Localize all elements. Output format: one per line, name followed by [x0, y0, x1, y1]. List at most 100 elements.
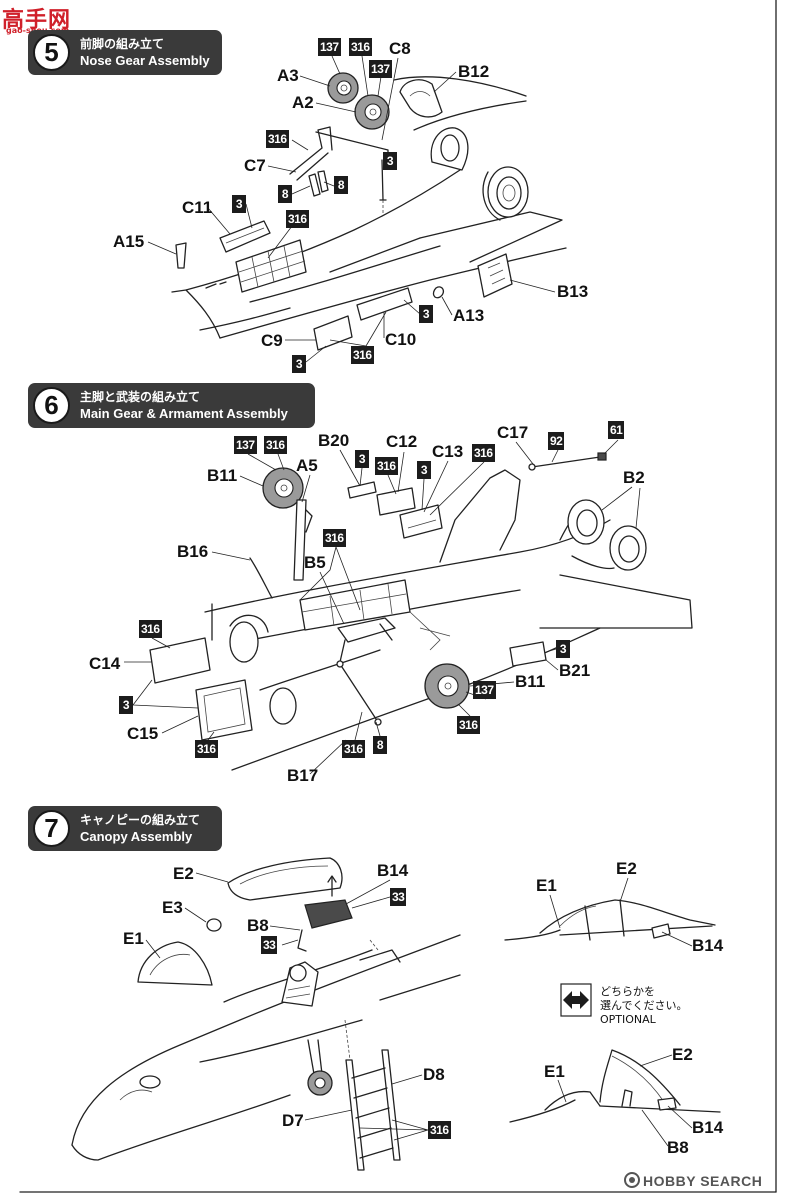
step7-title-en: Canopy Assembly — [80, 829, 193, 844]
part-b12 — [399, 79, 443, 118]
part-label: B21 — [559, 661, 591, 680]
paint-code-badge: 316 — [375, 457, 398, 475]
paint-code-badge: 316 — [342, 740, 365, 758]
paint-code-badge: 316 — [286, 210, 309, 228]
part-c11 — [219, 220, 271, 253]
paint-code-badge: 316 — [266, 130, 289, 148]
paint-code-badge: 92 — [548, 432, 565, 450]
part-label: A3 — [277, 66, 299, 85]
paint-code-badge: 137 — [473, 681, 496, 699]
paint-code-badge: 316 — [472, 444, 495, 462]
part-e2-canopy — [227, 857, 343, 901]
step7-title-ja: キャノピーの組み立て — [80, 813, 201, 827]
part-a13 — [432, 286, 445, 299]
part-label: B14 — [377, 861, 409, 880]
paint-code-badge: 8 — [334, 176, 348, 194]
part-c17 — [528, 452, 607, 471]
part-label: C12 — [386, 432, 418, 451]
part-label: B11 — [207, 466, 238, 485]
part-label: D7 — [282, 1111, 304, 1130]
paint-code-badge: 137 — [369, 60, 392, 78]
part-label: C7 — [244, 156, 266, 175]
footer-brand: HOBBY SEARCH — [643, 1173, 763, 1189]
step6-airframe-drawing — [204, 469, 693, 771]
part-label: C9 — [261, 331, 283, 350]
part-e1-windscreen — [137, 941, 213, 986]
part-label: E3 — [162, 898, 183, 917]
part-label: C10 — [385, 330, 417, 349]
paint-code-badge: 316 — [139, 620, 162, 638]
optional-note-line1: どちらかを — [600, 985, 655, 998]
part-a15 — [175, 242, 187, 269]
paint-code-badge: 3 — [119, 696, 133, 714]
step7-inset-open-canopy — [509, 1049, 721, 1123]
part-label: E1 — [544, 1062, 565, 1081]
part-label: B13 — [557, 282, 589, 301]
part-label: A5 — [296, 456, 318, 475]
part-label: B20 — [318, 431, 350, 450]
part-label: C11 — [182, 198, 213, 217]
wheel-b11-upper — [262, 467, 304, 509]
paint-code-badge: 61 — [608, 421, 625, 439]
part-label: B11 — [515, 672, 546, 691]
part-label: C14 — [89, 654, 121, 673]
paint-code-badge: 316 — [457, 716, 480, 734]
step5-leader-lines — [147, 55, 556, 363]
paint-code-badge: 316 — [349, 38, 372, 56]
part-label: D8 — [423, 1065, 445, 1084]
part-e3 — [206, 918, 222, 932]
page-frame — [19, 0, 777, 1193]
wheel-b11-lower — [424, 663, 470, 709]
step7-parts-drawing — [137, 857, 401, 1171]
pilot-figure — [289, 964, 307, 982]
paint-code-badge: 8 — [278, 185, 292, 203]
part-label: B2 — [623, 468, 645, 487]
wheel-a3 — [327, 72, 359, 104]
step5-parts-drawing — [175, 72, 513, 351]
part-b16 — [249, 557, 273, 599]
paint-code-badge: 3 — [419, 305, 433, 323]
part-label: C8 — [389, 39, 411, 58]
paint-code-badge: 8 — [373, 736, 387, 754]
part-label: B8 — [247, 916, 269, 935]
part-label: B16 — [177, 542, 209, 561]
paint-code-badge: 137 — [318, 38, 341, 56]
paint-code-badge: 316 — [351, 346, 374, 364]
part-b8 — [297, 929, 307, 952]
step7-inset-closed-canopy — [504, 899, 716, 941]
paint-code-badge: 33 — [390, 888, 407, 906]
step7-number-badge: 7 — [33, 810, 70, 847]
part-label: C17 — [497, 423, 529, 442]
watermark-logo: 高手网 — [2, 8, 72, 33]
part-b20 — [347, 481, 377, 499]
paint-code-badge: 3 — [292, 355, 306, 373]
part-label: A2 — [292, 93, 314, 112]
part-c7 — [289, 126, 333, 181]
step5-airframe-drawing — [171, 76, 567, 339]
paint-code-badge: 3 — [232, 195, 246, 213]
step5-title-en: Nose Gear Assembly — [80, 53, 210, 68]
part-label: B14 — [692, 1118, 724, 1137]
wheel-a2 — [354, 94, 390, 130]
canopy-direction-arrow — [327, 875, 337, 897]
part-label: B8 — [667, 1138, 689, 1157]
part-c14 — [149, 637, 211, 684]
paint-code-badge: 3 — [556, 640, 570, 658]
part-label: E2 — [173, 864, 194, 883]
optional-note-line2: 選んでください。 — [600, 999, 688, 1012]
paint-code-badge: 316 — [264, 436, 287, 454]
step5-title-ja: 前脚の組み立て — [80, 37, 165, 51]
part-label: B17 — [287, 766, 319, 785]
step6-header: 6 主脚と武装の組み立て Main Gear & Armament Assemb… — [28, 383, 315, 428]
part-label: E1 — [123, 929, 144, 948]
part-b14 — [304, 899, 353, 929]
part-c9 — [313, 315, 353, 351]
part-label: E2 — [616, 859, 637, 878]
step7-header: 7 キャノピーの組み立て Canopy Assembly — [28, 806, 222, 851]
step6-number-badge: 6 — [33, 387, 70, 424]
part-c15 — [195, 679, 253, 741]
step6-parts-drawing — [149, 452, 607, 741]
part-label: B12 — [458, 62, 490, 81]
left-right-arrow-icon — [560, 983, 592, 1017]
